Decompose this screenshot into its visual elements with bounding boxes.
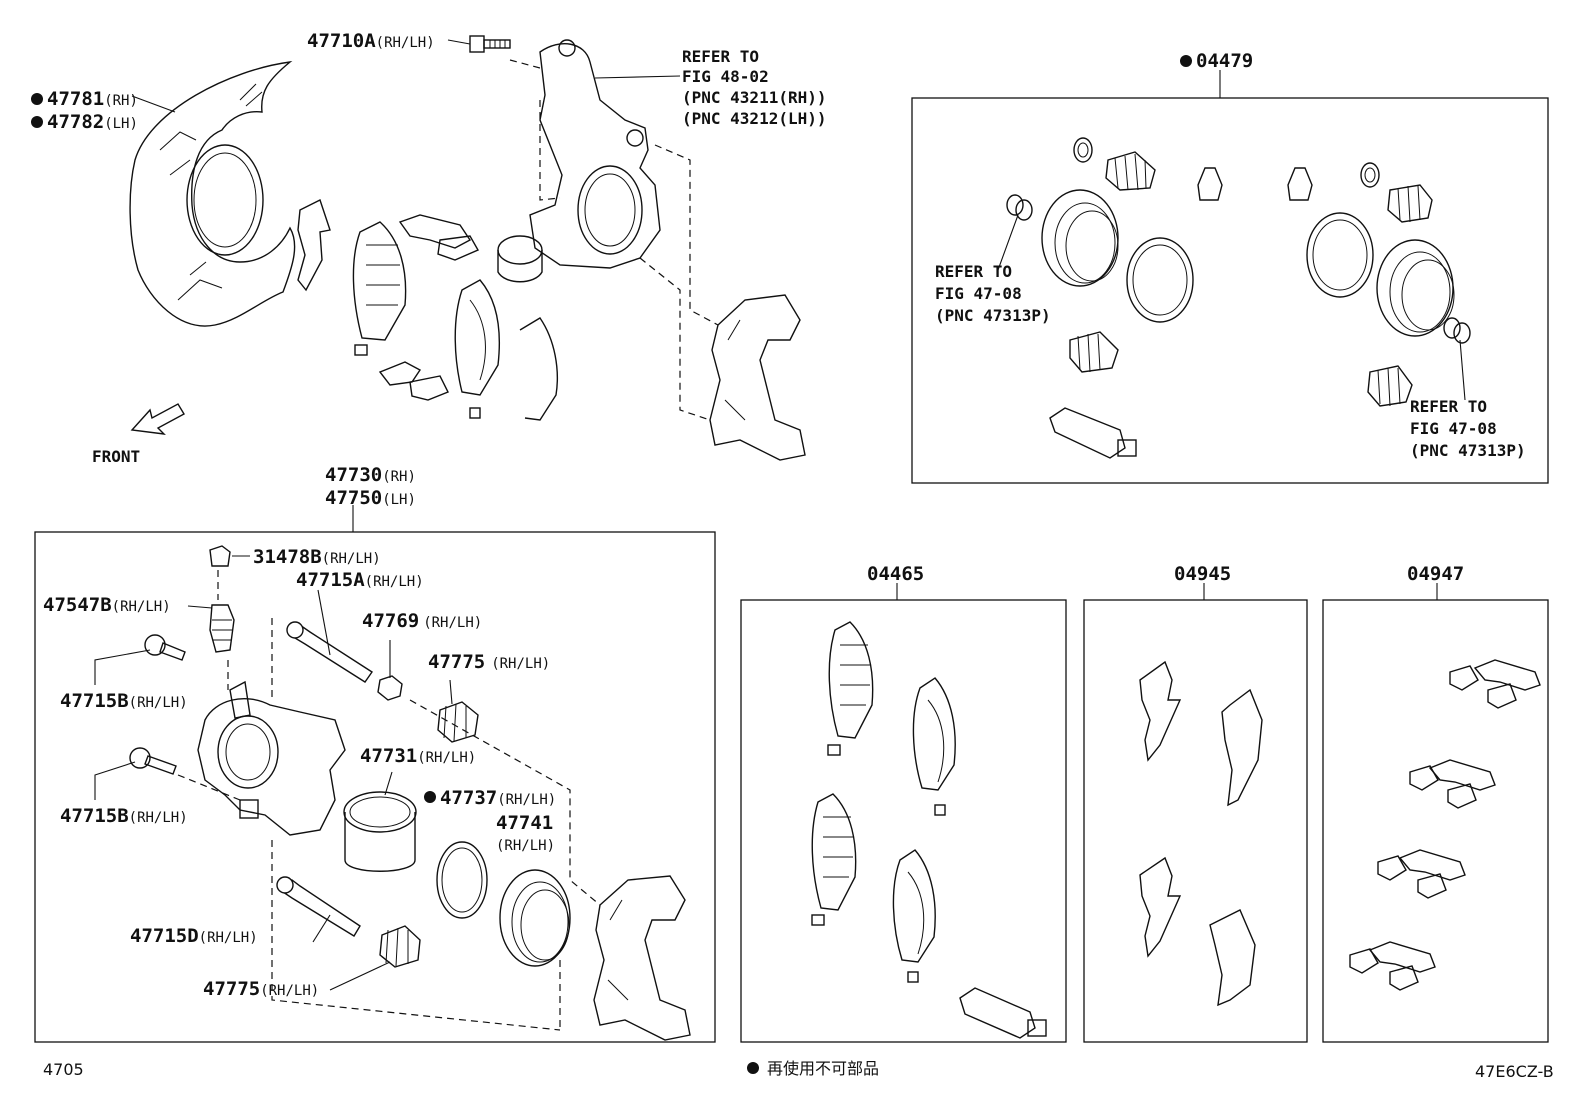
label-47730: 47730(RH): [325, 464, 416, 486]
footer-left-code: 4705: [43, 1060, 84, 1079]
kit-box-04945: [1083, 599, 1308, 1043]
non-reusable-bullet-icon: [424, 791, 436, 803]
non-reusable-bullet-icon: [1180, 55, 1192, 67]
kit-04945-drawing: [1139, 660, 1263, 1007]
label-47775-upper: 47775(RH/LH): [428, 651, 550, 673]
svg-text:FIG 48-02: FIG 48-02: [682, 67, 769, 86]
shim-drawing: [297, 199, 331, 292]
svg-text:FIG 47-08: FIG 47-08: [935, 284, 1022, 303]
label-04947: 04947: [1407, 563, 1464, 585]
top-pads-drawing: [352, 221, 559, 421]
label-47741-suffix: (RH/LH): [496, 838, 555, 854]
label-47775-lower: 47775(RH/LH): [203, 978, 319, 1000]
label-31478b: 31478B(RH/LH): [253, 546, 381, 568]
front-arrow-icon: [130, 403, 185, 435]
svg-text:FIG 47-08: FIG 47-08: [1410, 419, 1497, 438]
kit-04947-drawing: [1349, 659, 1541, 991]
label-47741: 47741: [496, 812, 553, 834]
label-47782: 47782(LH): [47, 111, 138, 133]
label-47715d: 47715D(RH/LH): [130, 925, 258, 947]
label-04479: 04479: [1196, 50, 1253, 72]
top-bracket-drawing: [709, 294, 806, 461]
label-47710a: 47710A(RH/LH): [307, 30, 435, 52]
kit-04465-drawing: [811, 621, 1047, 1039]
svg-text:(PNC 47313P): (PNC 47313P): [935, 306, 1051, 325]
label-47737: 47737(RH/LH): [440, 787, 556, 809]
svg-text:(PNC 47313P): (PNC 47313P): [1410, 441, 1526, 460]
svg-text:(PNC 43212(LH)): (PNC 43212(LH)): [682, 109, 827, 128]
dust-shield-drawing: [129, 60, 296, 327]
label-47715a: 47715A(RH/LH): [296, 569, 424, 591]
label-47781: 47781(RH): [47, 88, 138, 110]
svg-text:REFER TO: REFER TO: [1410, 397, 1487, 416]
label-47547b: 47547B(RH/LH): [43, 594, 171, 616]
label-04945: 04945: [1174, 563, 1231, 585]
label-47750: 47750(LH): [325, 487, 416, 509]
label-47715b-upper: 47715B(RH/LH): [60, 690, 188, 712]
label-47731: 47731(RH/LH): [360, 745, 476, 767]
legend-text: 再使用不可部品: [767, 1059, 879, 1078]
non-reusable-bullet-icon: [31, 116, 43, 128]
refer-fig-48-02: REFER TO FIG 48-02 (PNC 43211(RH)) (PNC …: [682, 47, 827, 128]
top-clips-drawing: [378, 214, 479, 401]
bolt-47710a-drawing: [469, 35, 511, 53]
label-47769: 47769(RH/LH): [362, 610, 482, 632]
refer-fig-47-08-right: REFER TO FIG 47-08 (PNC 47313P): [1410, 397, 1526, 460]
kit-box-04947: [1322, 599, 1549, 1043]
label-04465: 04465: [867, 563, 924, 585]
front-label: FRONT: [92, 447, 140, 466]
svg-text:(PNC 43211(RH)): (PNC 43211(RH)): [682, 88, 827, 107]
non-reusable-bullet-icon: [31, 93, 43, 105]
svg-text:REFER TO: REFER TO: [935, 262, 1012, 281]
kit-box-04479: [911, 97, 1549, 484]
kit-box-04465: [740, 599, 1067, 1043]
caliper-box: [34, 531, 716, 1043]
refer-fig-47-08-left: REFER TO FIG 47-08 (PNC 47313P): [935, 262, 1051, 325]
kit-04479-drawing: [1006, 137, 1471, 459]
label-47715b-lower: 47715B(RH/LH): [60, 805, 188, 827]
svg-text:REFER TO: REFER TO: [682, 47, 759, 66]
knuckle-drawing: [497, 39, 661, 283]
caliper-parts-drawing: [129, 545, 691, 1041]
footer-right-code: 47E6CZ-B: [1475, 1062, 1554, 1081]
legend-bullet-icon: [747, 1062, 759, 1074]
